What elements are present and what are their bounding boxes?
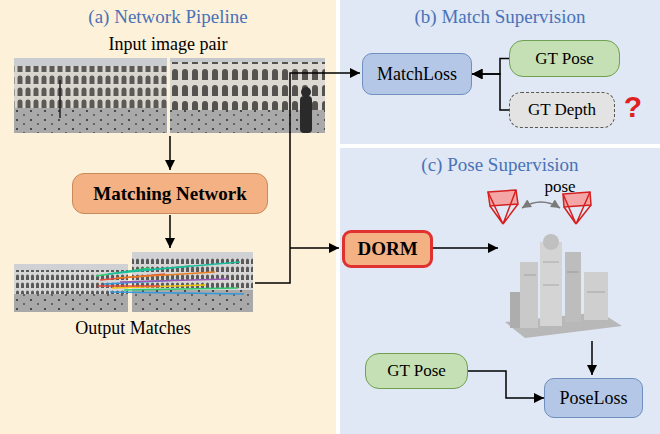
panel-title: (b) Match Supervision [340, 6, 660, 28]
input-photo-right [170, 58, 325, 133]
loss-box: PoseLoss [544, 378, 643, 418]
match-line [100, 274, 165, 280]
ground-truth-box: GT Pose [365, 353, 468, 389]
ground-truth-box: GT Pose [509, 40, 620, 77]
flow-arrow [591, 341, 593, 375]
box-label: GT Pose [535, 49, 594, 69]
match-lines [96, 262, 244, 294]
camera-right [563, 192, 591, 224]
image-caption: Input image pair [68, 34, 268, 55]
box-label: Matching Network [93, 183, 247, 205]
camera-frustum [563, 192, 591, 207]
photo-facade [14, 66, 167, 108]
scene-detail [524, 275, 536, 276]
pose-arrow [522, 202, 560, 208]
input-photo-left [14, 58, 167, 133]
photo-ground [132, 290, 253, 312]
box-label: MatchLoss [377, 64, 457, 85]
supervision-panel: (c) Pose SupervisionDORM GT PosePoseLoss [340, 148, 660, 434]
scene-detail [567, 272, 579, 273]
flow-arrow [433, 247, 498, 249]
match-line [122, 262, 240, 272]
photo-facade [132, 258, 253, 290]
match-line [108, 266, 190, 274]
flow-arrow [169, 136, 171, 170]
box-label: PoseLoss [559, 388, 627, 409]
scene-tower [510, 292, 524, 328]
panel-title: (a) Network Pipeline [0, 6, 336, 28]
flow-arrows [170, 73, 592, 375]
pose-label: pose [530, 177, 590, 197]
network-box: Matching Network [72, 173, 268, 214]
photo-lamp [59, 80, 61, 118]
photo-sky [14, 264, 128, 270]
photo-sky [132, 252, 253, 258]
scene-tower [565, 252, 581, 322]
match-line [112, 285, 205, 288]
image-caption: Output Matches [33, 318, 233, 339]
camera-frustum-edges [563, 192, 591, 224]
photo-ground [170, 110, 325, 133]
connector-arrow [472, 74, 509, 110]
camera-frustum-edges [488, 190, 518, 224]
camera-frustum [488, 190, 518, 206]
photo-ground [14, 108, 167, 133]
flow-arrow [255, 73, 360, 283]
scene-detail [543, 285, 559, 286]
flow-arrow [290, 247, 339, 249]
scene-detail [587, 292, 605, 293]
reconstructed-scene [505, 234, 622, 338]
question-mark: ? [620, 90, 646, 125]
photo-sky [170, 58, 325, 133]
output-matches-image [14, 252, 253, 312]
camera-left [488, 190, 518, 224]
photo-facade [170, 62, 325, 110]
photo-person [300, 96, 312, 133]
box-label: GT Depth [528, 100, 596, 120]
photo-ground [14, 294, 128, 312]
match-line [120, 279, 228, 282]
scene-details [524, 262, 605, 292]
loss-box: MatchLoss [362, 53, 472, 95]
scene-detail [543, 262, 559, 263]
connector-arrow [468, 371, 544, 398]
scene-tower [520, 262, 538, 328]
photo-sky [14, 58, 167, 133]
scene-base [505, 312, 622, 338]
scene-dome [543, 234, 559, 250]
supervision-panel: (b) Match SupervisionMatchLoss GT Pose GT … [340, 0, 660, 144]
box-label: GT Pose [387, 361, 446, 381]
photo-person-head [301, 87, 311, 97]
match-line [96, 268, 150, 276]
photo-facade [14, 270, 128, 294]
match-line [110, 292, 244, 294]
box-label: DORM [357, 238, 417, 260]
match-line [104, 280, 178, 284]
pipeline-panel: (a) Network PipelineMatching Network [0, 0, 336, 434]
panel-title: (c) Pose Supervision [340, 154, 660, 176]
scene-tower [584, 272, 608, 320]
missing-ground-truth-box: GT Depth [509, 92, 615, 128]
match-line [98, 285, 160, 286]
match-line [124, 288, 238, 290]
module-box: DORM [342, 230, 433, 268]
match-line [116, 272, 215, 278]
connector-arrow [472, 59, 509, 75]
flow-arrow [169, 215, 171, 248]
scene-tower [540, 242, 562, 326]
